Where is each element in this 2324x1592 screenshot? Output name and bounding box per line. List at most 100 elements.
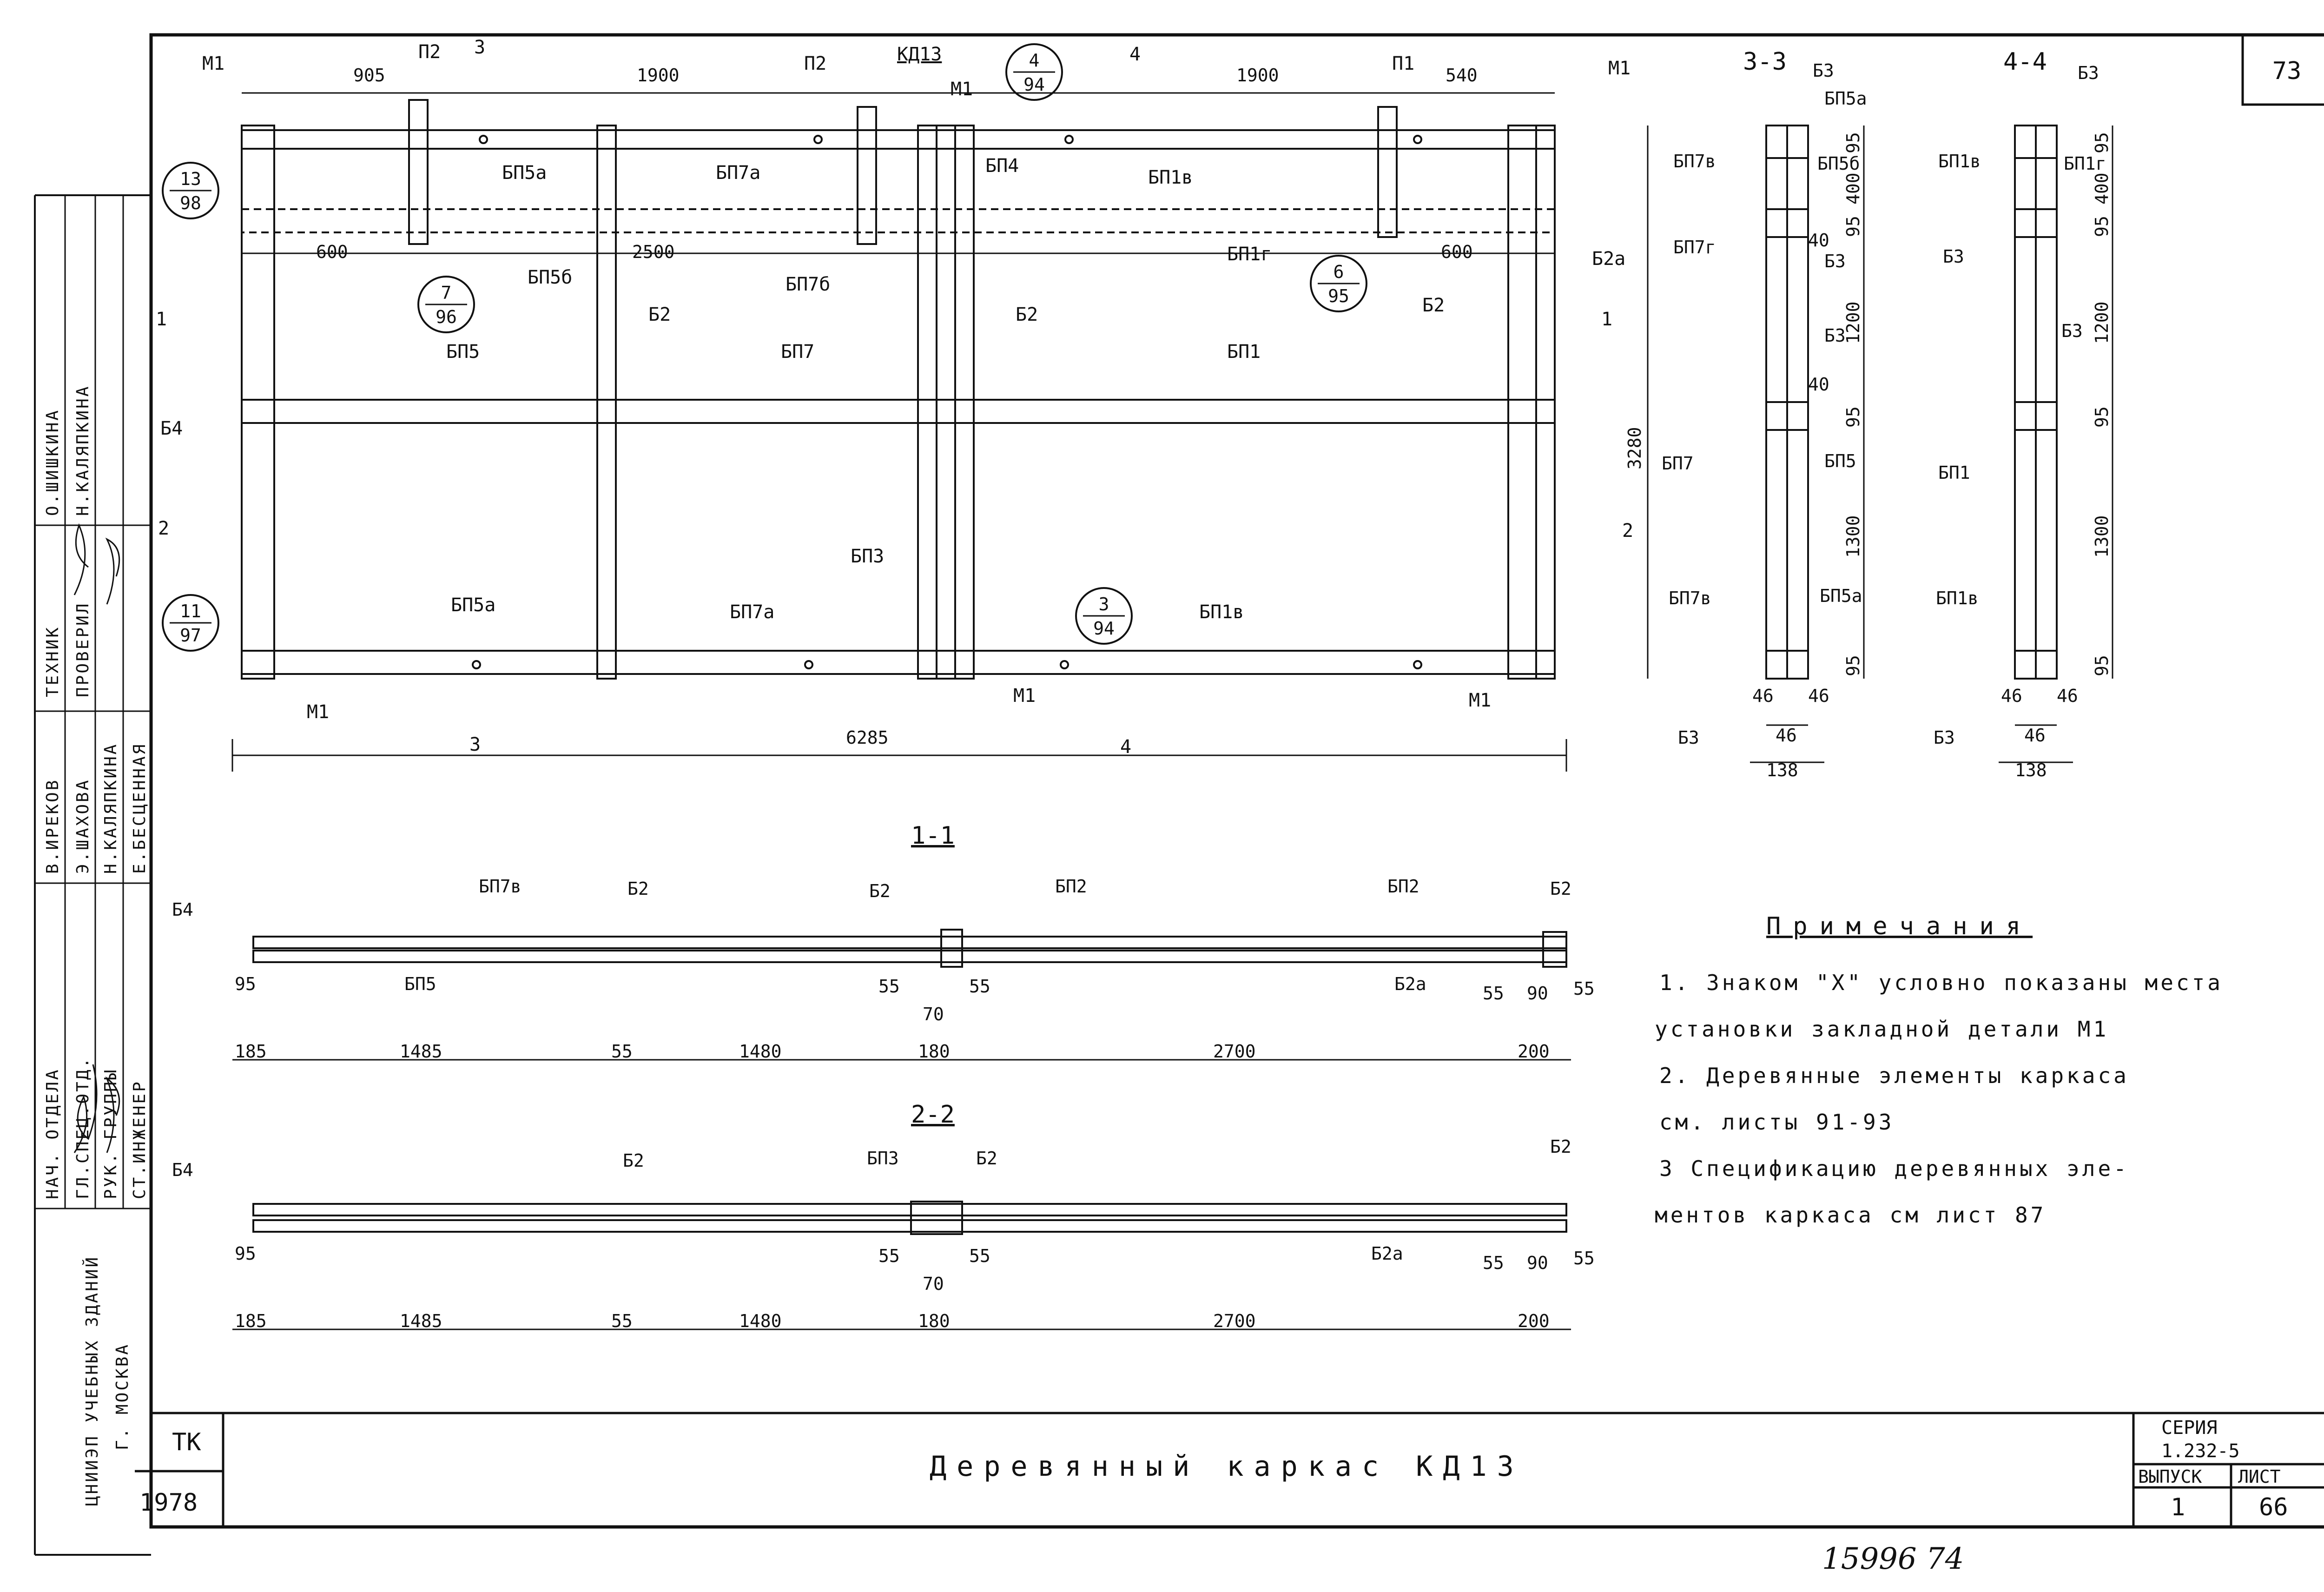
title-year: 1978 xyxy=(139,1489,198,1517)
section-mark-1-right: 1 xyxy=(1601,309,1612,330)
s11-dimbot-4: 1480 xyxy=(739,1041,782,1062)
stamp-name-6: Н.КАЛЯПКИНА xyxy=(73,385,92,516)
plan-label-b2-a: Б2 xyxy=(648,304,671,325)
s44-dim-5: 95 xyxy=(2092,406,2112,428)
s22-dimtop-2: 55 xyxy=(878,1246,900,1266)
s33-label-1: Б3 xyxy=(1813,60,1834,81)
s11-label-6: Б2 xyxy=(1550,879,1571,899)
s44-dim-4: 1200 xyxy=(2092,301,2112,344)
plan-label-bp3: БП3 xyxy=(851,546,884,567)
s22-dimbot-3: 55 xyxy=(611,1311,633,1331)
s22-label-6: Б2а xyxy=(1371,1243,1403,1264)
svg-text:94: 94 xyxy=(1023,74,1045,95)
section-44-title: 4-4 xyxy=(2003,48,2047,76)
s22-dimbot-2: 1485 xyxy=(400,1311,442,1331)
signature xyxy=(105,1076,120,1153)
plan-overall-width: 6285 xyxy=(846,727,889,748)
s33-label-7: Б3 xyxy=(1824,325,1846,346)
s33-bottom-4: 138 xyxy=(1766,760,1798,780)
s33-dim-4: 1200 xyxy=(1843,301,1863,344)
section-11-title: 1-1 xyxy=(911,822,955,850)
s11-label-4: БП2 xyxy=(1055,876,1087,897)
s44-label-8: Б3 xyxy=(1934,727,1955,748)
s11-label-9: Б2а xyxy=(1394,974,1426,994)
s33-small-1: 40 xyxy=(1808,230,1829,251)
s33-label-2: БП5а xyxy=(1824,88,1867,109)
note-line-1: 1. Знаком "X" условно показаны места xyxy=(1659,970,2223,995)
plan-label-bp4: БП4 xyxy=(985,155,1019,177)
signature xyxy=(73,523,89,595)
drawing-title: Деревянный каркас КД13 xyxy=(930,1450,1524,1483)
svg-text:7: 7 xyxy=(441,283,452,303)
plan-label-m1-mid: М1 xyxy=(951,79,973,100)
s11-dimtop-7: 55 xyxy=(1573,978,1595,999)
plan-label-b4: Б4 xyxy=(160,418,183,439)
s44-label-5: Б3 xyxy=(2061,321,2083,341)
section-33-title: 3-3 xyxy=(1743,48,1787,76)
svg-text:4: 4 xyxy=(1029,50,1040,71)
plan-label-m1-tl: М1 xyxy=(202,53,224,74)
plan-label-bp5a-bot: БП5а xyxy=(451,595,495,616)
series-label: СЕРИЯ xyxy=(2161,1417,2217,1439)
s11-label-8: БП5 xyxy=(404,974,436,994)
s11-dimtop-2: 55 xyxy=(878,976,900,997)
s33-label-6: Б3 xyxy=(1824,251,1846,271)
section-11-drawing xyxy=(232,929,1571,1061)
s44-label-6: БП1 xyxy=(1938,462,1970,483)
s33-label-9: БП5 xyxy=(1824,451,1856,471)
s11-dimtop-6: 90 xyxy=(1527,983,1548,1004)
s22-label-1: Б4 xyxy=(172,1160,193,1180)
s44-label-2: БП1в xyxy=(1938,151,1981,172)
plan-label-b2-b: Б2 xyxy=(1016,304,1038,325)
section-mark-1-left: 1 xyxy=(156,309,167,330)
s22-label-2: Б2 xyxy=(623,1150,644,1171)
svg-text:95: 95 xyxy=(1328,286,1349,306)
section-mark-4-bottom: 4 xyxy=(1120,736,1131,758)
s44-label-7: БП1в xyxy=(1936,588,1979,608)
s22-dimbot-6: 2700 xyxy=(1213,1311,1256,1331)
svg-text:13: 13 xyxy=(180,169,201,189)
s44-label-3: БП1г xyxy=(2064,153,2106,174)
s11-dimtop-5: 55 xyxy=(1483,983,1504,1004)
s22-dimbot-1: 185 xyxy=(235,1311,267,1331)
stamp-name-5: О.ШИШКИНА xyxy=(43,409,62,516)
stamp-role-4: СТ.ИНЖЕНЕР xyxy=(130,1080,149,1199)
plan-dim-mid-3: 600 xyxy=(1441,242,1473,262)
s11-dimbot-2: 1485 xyxy=(400,1041,442,1062)
s33-dim-6: 1300 xyxy=(1843,515,1863,558)
plan-overall-height: 3280 xyxy=(1624,427,1645,469)
s33-dim-3: 95 xyxy=(1843,216,1863,237)
svg-text:96: 96 xyxy=(436,307,457,327)
s44-label-4: Б3 xyxy=(1943,246,1964,267)
s11-label-7: Б4 xyxy=(172,899,193,920)
plan-label-bp5a-top: БП5а xyxy=(502,162,547,184)
s33-dim-5: 95 xyxy=(1843,406,1863,428)
section-mark-3-bottom: 3 xyxy=(469,734,481,755)
s33-label-11: БП5а xyxy=(1820,586,1862,606)
plan-label-bp1: БП1 xyxy=(1227,341,1261,363)
sheet-label: ЛИСТ xyxy=(2238,1466,2281,1487)
note-line-2: установки закладной детали М1 xyxy=(1655,1017,2109,1042)
s33-bottom-3: 46 xyxy=(1776,725,1797,746)
s11-dimbot-7: 200 xyxy=(1518,1041,1550,1062)
stamp-role-5: ТЕХНИК xyxy=(43,626,62,697)
s22-dimbot-7: 200 xyxy=(1518,1311,1550,1331)
plan-label-bp7b: БП7б xyxy=(786,274,830,295)
s11-dimtop-3: 70 xyxy=(923,1004,944,1024)
s44-bottom-4: 138 xyxy=(2015,760,2047,780)
callout-6-95: 6 95 xyxy=(1310,255,1367,312)
stamp-name-2: Э.ШАХОВА xyxy=(73,779,92,874)
drawing-code: КД13 xyxy=(897,44,942,65)
section-22-drawing xyxy=(232,1201,1571,1330)
s33-dim-7: 95 xyxy=(1843,655,1863,676)
s11-dimbot-3: 55 xyxy=(611,1041,633,1062)
plan-label-bp1g: БП1г xyxy=(1227,244,1272,265)
plan-label-p2-a: П2 xyxy=(418,41,441,63)
plan-label-bp5b: БП5б xyxy=(528,267,572,288)
s33-label-3: БП7в xyxy=(1673,151,1716,172)
stamp-role-6: ПРОВЕРИЛ xyxy=(73,602,92,697)
s33-label-5: БП7г xyxy=(1673,237,1716,258)
section-mark-4-top: 4 xyxy=(1129,44,1141,65)
note-line-5: 3 Спецификацию деревянных эле- xyxy=(1659,1156,2129,1181)
plan-label-m1-tr: М1 xyxy=(1608,58,1631,79)
